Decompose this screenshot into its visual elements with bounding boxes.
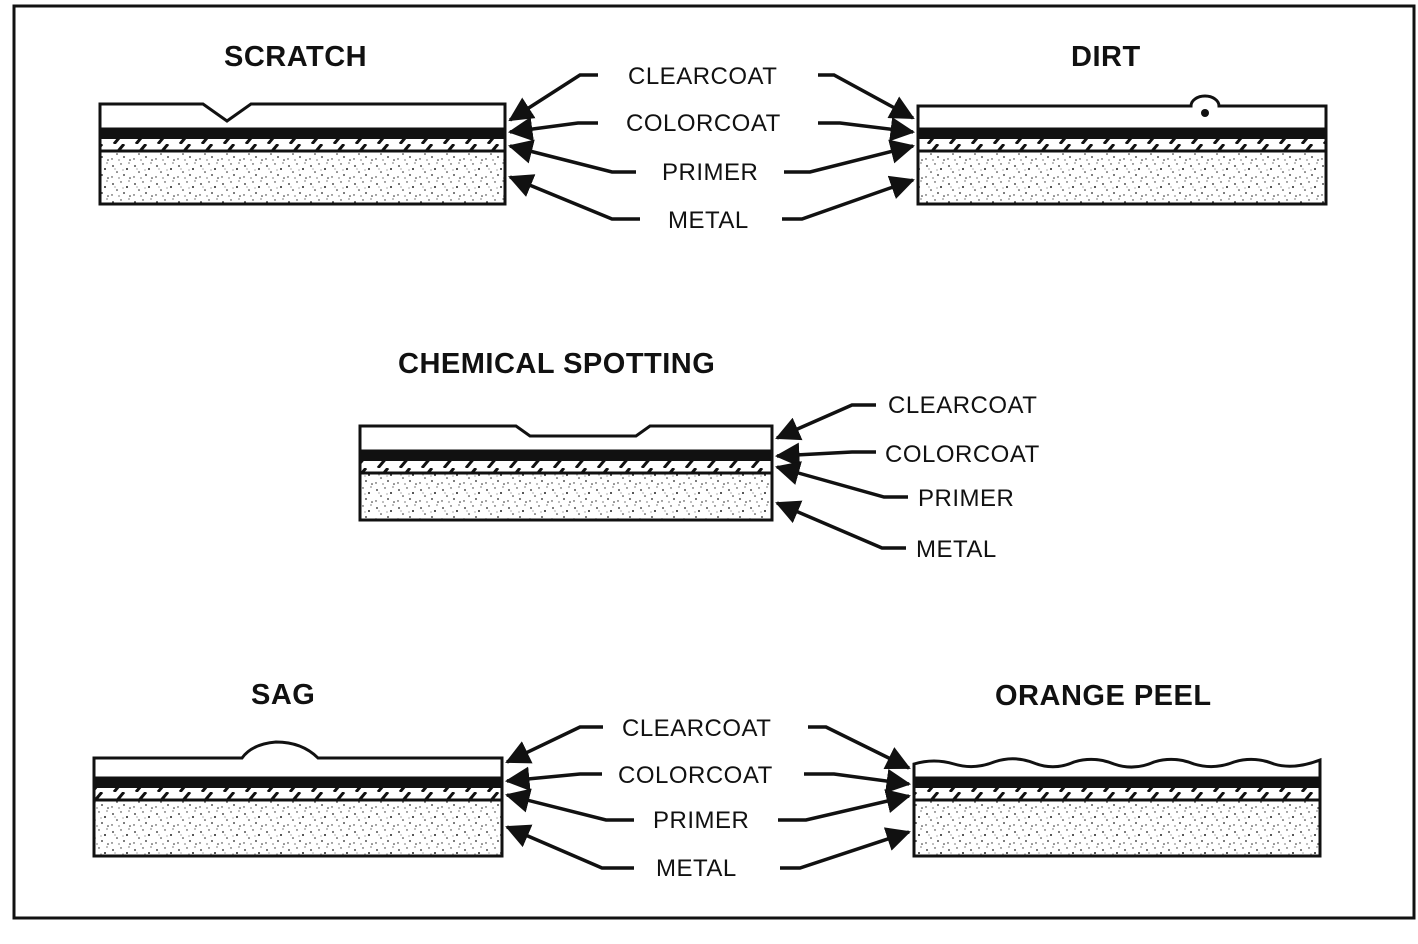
chemical-clearcoat-label: CLEARCOAT bbox=[888, 392, 1037, 419]
bottom-primer-label: PRIMER bbox=[653, 807, 749, 834]
top-colorcoat-label: COLORCOAT bbox=[626, 110, 781, 137]
bottom-left-metal-arrow bbox=[505, 824, 634, 870]
scratch-panel: SCRATCH bbox=[98, 41, 507, 206]
sag-title: SAG bbox=[251, 679, 315, 711]
dirt-particle bbox=[1201, 109, 1209, 117]
top-left-clearcoat-arrow bbox=[508, 73, 598, 122]
dirt-panel-outline bbox=[916, 127, 1328, 206]
orange-peel-panel: ORANGE PEEL bbox=[912, 680, 1322, 858]
scratch-panel-outline bbox=[98, 127, 507, 206]
top-left-arrows bbox=[507, 73, 640, 221]
chemical-primer-layer bbox=[360, 461, 772, 473]
top-right-clearcoat-arrow bbox=[818, 73, 915, 120]
bottom-right-metal-arrow bbox=[780, 827, 911, 870]
scratch-metal-layer bbox=[100, 151, 505, 204]
orange-peel-clearcoat-layer bbox=[912, 757, 1322, 780]
top-left-primer-arrow bbox=[508, 139, 636, 174]
chemical-colorcoat-arrow bbox=[774, 442, 876, 468]
sag-panel: SAG bbox=[92, 679, 504, 858]
bottom-layer-labels: CLEARCOAT COLORCOAT PRIMER METAL bbox=[618, 715, 773, 882]
chemical-primer-arrow bbox=[775, 461, 908, 499]
orange-peel-primer-layer bbox=[914, 788, 1320, 800]
bottom-right-primer-arrow bbox=[778, 789, 911, 822]
orange-peel-title: ORANGE PEEL bbox=[995, 680, 1212, 712]
sag-colorcoat-layer bbox=[94, 778, 502, 788]
scratch-clearcoat-layer bbox=[98, 102, 507, 131]
scratch-title: SCRATCH bbox=[224, 41, 367, 73]
bottom-left-arrows bbox=[504, 725, 634, 870]
top-right-metal-arrow bbox=[782, 175, 915, 221]
dirt-primer-layer bbox=[918, 139, 1326, 151]
dirt-clearcoat-layer bbox=[916, 94, 1328, 131]
top-right-arrows bbox=[782, 73, 916, 221]
top-left-metal-arrow bbox=[508, 174, 640, 221]
chemical-layer-labels: CLEARCOAT COLORCOAT PRIMER METAL bbox=[885, 392, 1040, 563]
orange-peel-colorcoat-layer bbox=[914, 778, 1320, 788]
chemical-metal-layer bbox=[360, 473, 772, 520]
sag-clearcoat-layer bbox=[92, 740, 504, 780]
top-right-colorcoat-arrow bbox=[818, 117, 916, 142]
bottom-colorcoat-label: COLORCOAT bbox=[618, 762, 773, 789]
orange-peel-panel-outline bbox=[912, 776, 1322, 858]
bottom-right-clearcoat-arrow bbox=[808, 725, 911, 770]
chemical-metal-label: METAL bbox=[916, 536, 997, 563]
bottom-left-clearcoat-arrow bbox=[505, 725, 603, 764]
chemical-panel-outline bbox=[358, 449, 774, 522]
dirt-title: DIRT bbox=[1071, 41, 1141, 73]
dirt-panel: DIRT bbox=[916, 41, 1328, 206]
chemical-spotting-panel: CHEMICAL SPOTTING bbox=[358, 348, 774, 522]
top-metal-label: METAL bbox=[668, 207, 749, 234]
bottom-right-arrows bbox=[778, 725, 912, 870]
bottom-left-primer-arrow bbox=[505, 788, 634, 822]
diagram-frame bbox=[12, 4, 1416, 920]
sag-primer-layer bbox=[94, 788, 502, 800]
top-clearcoat-label: CLEARCOAT bbox=[628, 63, 777, 90]
orange-peel-metal-layer bbox=[914, 800, 1320, 856]
scratch-primer-layer bbox=[100, 139, 505, 151]
sag-metal-layer bbox=[94, 800, 502, 856]
top-primer-label: PRIMER bbox=[662, 159, 758, 186]
top-left-colorcoat-arrow bbox=[507, 116, 598, 142]
dirt-colorcoat-layer bbox=[918, 129, 1326, 139]
bottom-left-colorcoat-arrow bbox=[504, 766, 602, 792]
bottom-clearcoat-label: CLEARCOAT bbox=[622, 715, 771, 742]
bottom-metal-label: METAL bbox=[656, 855, 737, 882]
chemical-metal-arrow bbox=[775, 500, 906, 550]
scratch-colorcoat-layer bbox=[100, 129, 505, 139]
dirt-metal-layer bbox=[918, 151, 1326, 204]
chemical-colorcoat-layer bbox=[360, 451, 772, 461]
chemical-arrows bbox=[774, 403, 908, 550]
sag-panel-outline bbox=[92, 776, 504, 858]
top-layer-labels: CLEARCOAT COLORCOAT PRIMER METAL bbox=[626, 63, 781, 234]
chemical-spotting-title: CHEMICAL SPOTTING bbox=[398, 348, 715, 380]
chemical-clearcoat-arrow bbox=[775, 403, 876, 441]
bottom-right-colorcoat-arrow bbox=[804, 768, 912, 794]
chemical-colorcoat-label: COLORCOAT bbox=[885, 441, 1040, 468]
chemical-primer-label: PRIMER bbox=[918, 485, 1014, 512]
top-right-primer-arrow bbox=[784, 139, 915, 174]
chemical-clearcoat-layer bbox=[358, 424, 774, 453]
